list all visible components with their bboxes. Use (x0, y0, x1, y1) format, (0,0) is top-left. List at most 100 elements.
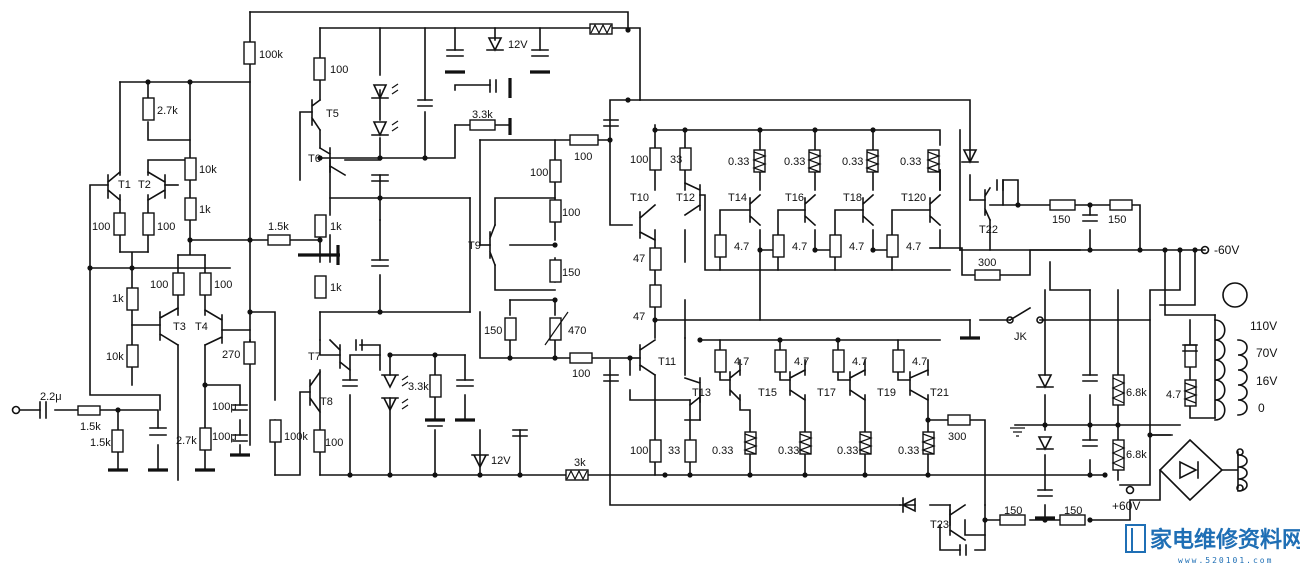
led-icon (381, 397, 399, 412)
resistor (142, 97, 155, 121)
label: 3k (574, 457, 586, 469)
transistor-icon (928, 193, 942, 227)
junction-dots (87, 27, 1198, 523)
label: 100 (562, 207, 580, 219)
transistor-icon (948, 503, 967, 542)
label: 10k (199, 164, 217, 176)
jk-switch[interactable] (1008, 306, 1032, 322)
component-labels: 2.2μ 1.5k 1.5k 100k 2.7k 10k 1k 100 100 … (40, 39, 1277, 517)
label: 150 (484, 325, 502, 337)
transistor-icon (638, 203, 657, 242)
transistor-label: T14 (728, 192, 747, 204)
transistor-label: T2 (138, 179, 151, 191)
resistor (774, 349, 787, 373)
label: 1k (330, 282, 342, 294)
resistor (649, 247, 662, 271)
transistor-label: T6 (308, 153, 321, 165)
resistor (649, 284, 662, 308)
label: 47 (633, 253, 645, 265)
pos-supply-label: +60V (1112, 499, 1140, 513)
resistor (714, 349, 727, 373)
transistor-icon (848, 368, 867, 402)
label: 4.7 (906, 241, 921, 253)
label: 12V (508, 39, 528, 51)
resistor (243, 341, 256, 365)
watermark: 家电维修资料网 www.520101.com (1125, 524, 1300, 565)
transistor-label: T12 (676, 192, 695, 204)
resistor (314, 275, 327, 299)
label: 100 (157, 221, 175, 233)
tap-label: 110V (1250, 319, 1277, 333)
label: 470 (568, 325, 586, 337)
resistor (772, 234, 785, 258)
jk-terminal (1036, 316, 1044, 324)
neg-supply-label: -60V (1214, 243, 1239, 257)
resistor (184, 197, 197, 221)
resistor (314, 214, 327, 238)
label: 100 (325, 437, 343, 449)
label: 300 (978, 257, 996, 269)
label: 4.7 (852, 356, 867, 368)
transistor-label: T22 (979, 224, 998, 236)
label: 100μ (212, 401, 237, 413)
zener-icon (471, 454, 489, 469)
ground-symbols (108, 70, 1055, 520)
resistor (469, 119, 496, 131)
label: 270 (222, 349, 240, 361)
transistor-icon (748, 193, 762, 227)
neg-supply-terminal (1200, 245, 1210, 255)
label: 1k (199, 204, 211, 216)
transistor-label: T8 (320, 396, 333, 408)
transistor-icon (146, 170, 167, 202)
resistor (684, 439, 697, 463)
label: 100 (330, 64, 348, 76)
label: 2.7k (176, 435, 197, 447)
label: 0.33 (784, 156, 805, 168)
label: 100μ (212, 431, 237, 443)
transistor-label: T9 (468, 240, 481, 252)
resistor (549, 259, 562, 283)
transistor-icon (203, 308, 224, 347)
transistor-icon (638, 338, 657, 377)
label: 4.7 (734, 356, 749, 368)
transistor-label: T11 (658, 356, 676, 368)
transistor-icon (803, 193, 817, 227)
resistor (569, 134, 599, 146)
bridge-diode-icon (1179, 460, 1199, 480)
zener-icon (486, 37, 504, 52)
transistor-icon (318, 146, 381, 177)
label: 4.7 (734, 241, 749, 253)
input-terminal[interactable] (11, 405, 21, 415)
resistor (829, 234, 842, 258)
label: 300 (948, 431, 966, 443)
resistor (111, 429, 124, 453)
transistor-label: T120 (901, 192, 926, 204)
transistor-icon (310, 98, 322, 132)
label: 100k (259, 49, 283, 61)
resistor (313, 57, 326, 81)
resistor (199, 272, 212, 296)
resistor (947, 414, 971, 426)
resistor (549, 159, 562, 183)
label: 0.33 (898, 445, 919, 457)
label: 150 (1064, 505, 1082, 517)
transistor-label: T13 (692, 387, 711, 399)
label: 0.33 (842, 156, 863, 168)
label: 2.7k (157, 105, 178, 117)
label: 33 (670, 154, 682, 166)
jk-terminal (1006, 316, 1014, 324)
label: 1.5k (80, 421, 101, 433)
resistor (267, 234, 291, 246)
transistor-label: T7 (308, 351, 321, 363)
resistor (77, 405, 101, 416)
label: 4.7 (849, 241, 864, 253)
label: 150 (1052, 214, 1070, 226)
label: 100 (214, 279, 232, 291)
diode-icon (1036, 374, 1054, 389)
watermark-url: www.520101.com (1178, 556, 1273, 565)
resistor (313, 429, 326, 453)
label: 10k (106, 351, 124, 363)
ac-terminal (1236, 484, 1244, 492)
transistor-icon (728, 368, 742, 402)
transistor-label: T19 (877, 387, 896, 399)
